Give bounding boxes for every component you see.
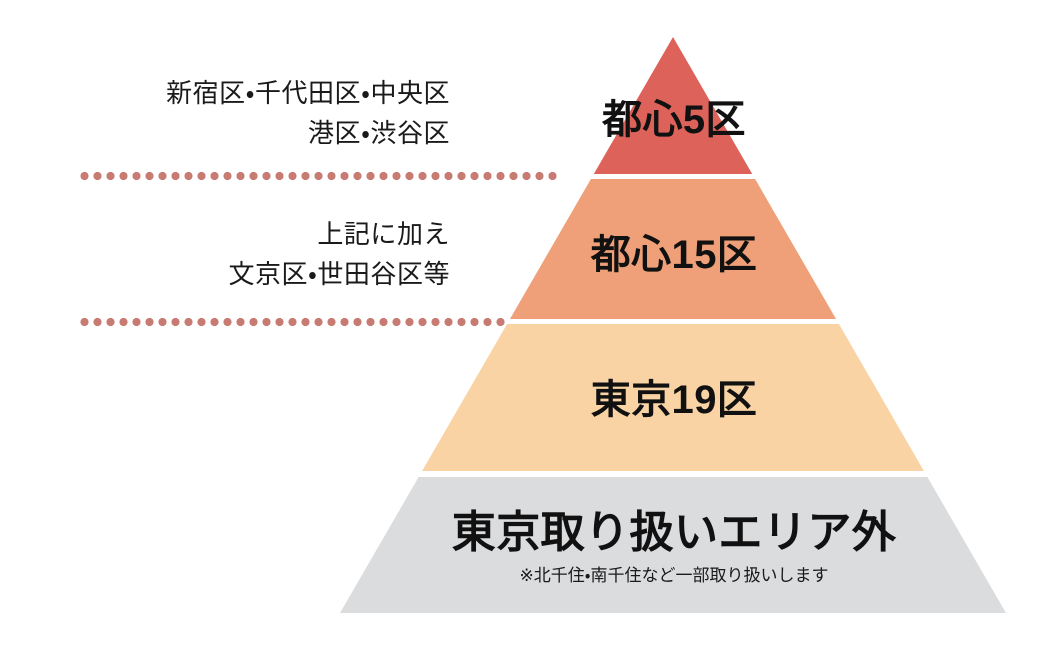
caption-group-central-15-wards: 上記に加え 文京区・世田谷区等 (60, 215, 450, 294)
pyramid-tier-4-note: ※北千住・南千住など一部取り扱いします (519, 566, 829, 585)
dotted-separator-2 (78, 318, 509, 326)
caption-line: 上記に加え (317, 219, 450, 249)
caption-line: 文京区・世田谷区等 (228, 258, 450, 289)
pyramid-tier-1-label: 都心5区 (602, 98, 746, 142)
pyramid-tier-4-label: 東京取り扱いエリア外 (451, 508, 897, 557)
pyramid-tier-2-label: 都心15区 (590, 233, 758, 277)
pyramid-tier-3-label: 東京19区 (590, 378, 758, 422)
caption-line: 新宿区・千代田区・中央区 (166, 78, 450, 108)
pyramid-tier-4-shape (340, 477, 1006, 613)
caption-group-central-5-wards: 新宿区・千代田区・中央区 港区・渋谷区 (60, 74, 450, 153)
dotted-separator-1 (78, 172, 557, 180)
caption-line: 港区・渋谷区 (308, 117, 450, 148)
